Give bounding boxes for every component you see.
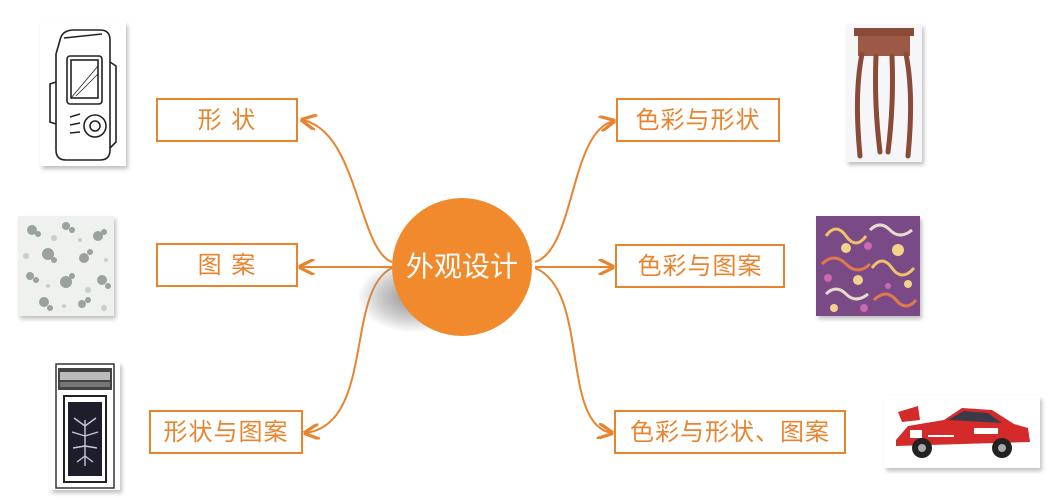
node-pattern: 图 案 (156, 243, 298, 287)
node-color-and-pattern: 色彩与图案 (615, 244, 785, 288)
node-shape: 形 状 (156, 98, 298, 142)
link-to-color-shape-pattern (534, 267, 612, 433)
lighter-image (50, 362, 120, 490)
link-to-color-and-shape (534, 121, 614, 263)
mobile-phone-image (40, 22, 126, 166)
floral-pattern-image (18, 216, 114, 316)
node-color-and-shape: 色彩与形状 (616, 98, 780, 142)
swirl-fabric-image (816, 216, 920, 316)
side-table-image (846, 24, 922, 162)
toy-car-image (884, 396, 1040, 468)
link-to-shape (302, 120, 393, 263)
node-color-shape-pattern: 色彩与形状、图案 (614, 410, 846, 454)
center-node: 外观设计 (392, 198, 532, 336)
node-shape-and-pattern: 形状与图案 (149, 410, 303, 454)
